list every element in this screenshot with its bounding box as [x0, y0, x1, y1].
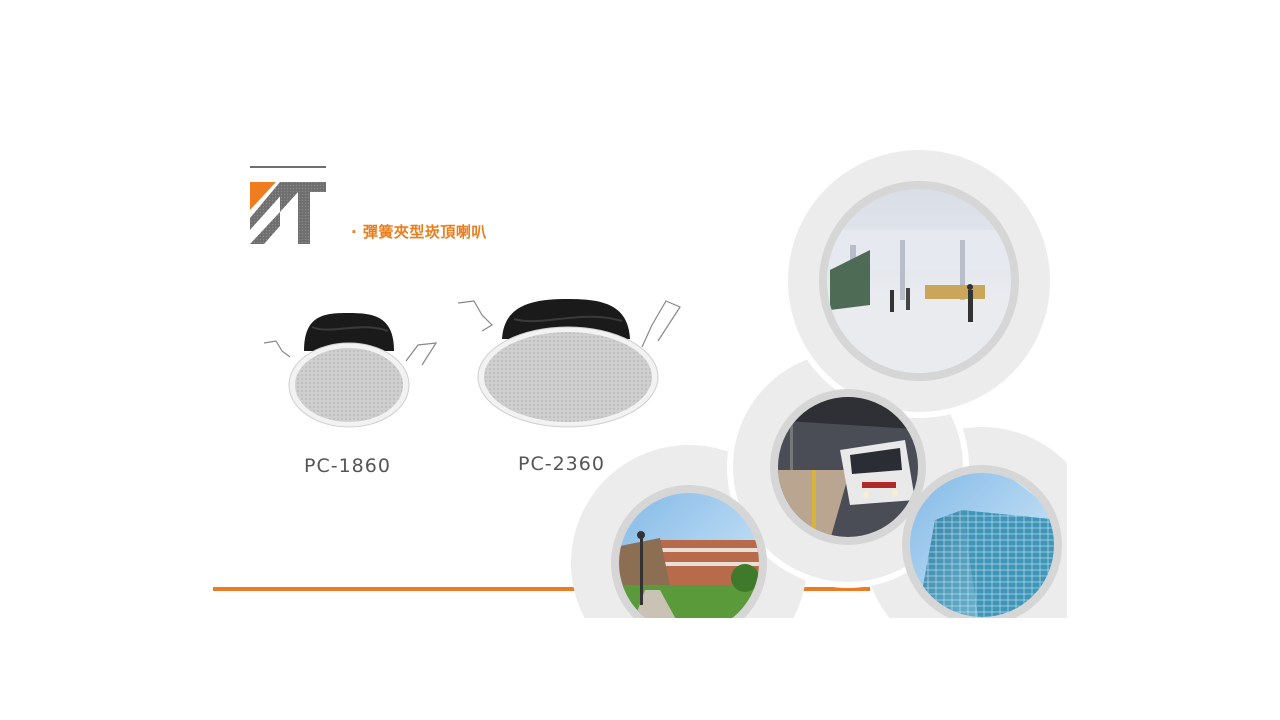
- speaker-pc-1860-image: [263, 313, 438, 428]
- model-label-pc-1860: PC-1860: [304, 455, 391, 477]
- divider-line-left: [213, 587, 583, 591]
- page-title: · 彈簧夾型崁頂喇叭: [351, 223, 487, 241]
- divider-line-right: [800, 587, 870, 591]
- model-label-pc-2360: PC-2360: [518, 453, 605, 475]
- brand-logo: [250, 166, 326, 244]
- speaker-pc-2360-image: [457, 299, 681, 428]
